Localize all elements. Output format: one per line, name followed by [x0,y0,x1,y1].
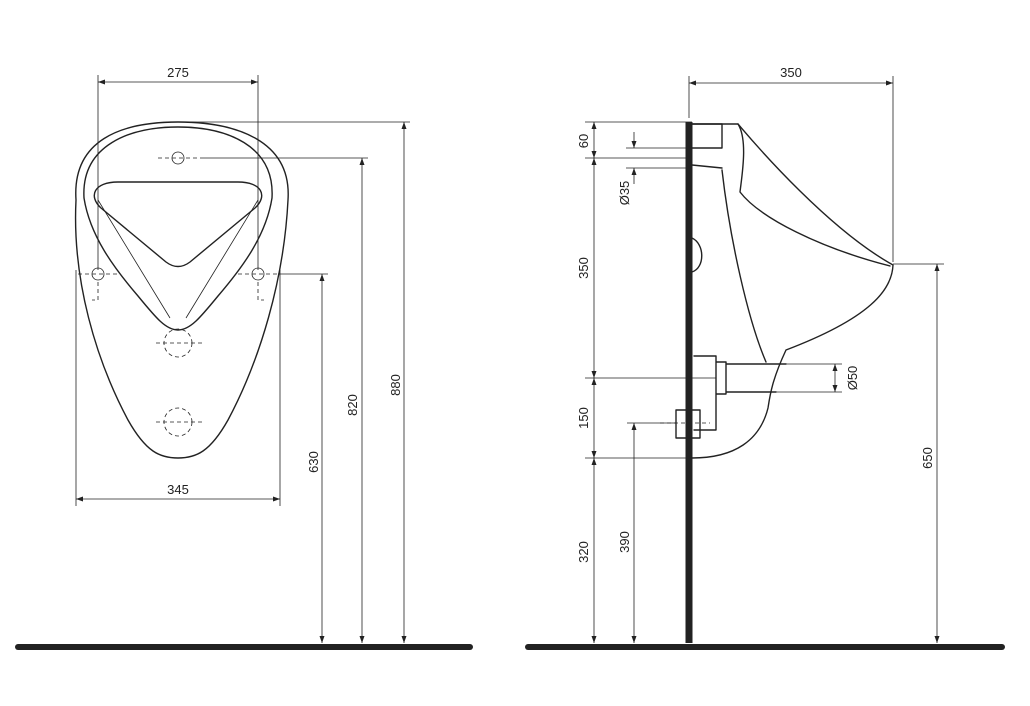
dim-height-820: 820 [200,157,368,643]
bowl-side-outline [691,123,894,459]
bowl-outline-outer [74,121,289,459]
inlet-connector [691,123,723,169]
dim-650: 650 [893,263,944,643]
dim-label-275: 275 [167,65,189,80]
fixing-marks [92,282,264,301]
bowl-rim-inner [83,126,273,331]
dim-label-depth-350: 350 [780,65,802,80]
dim-dia35: Ø35 [617,132,692,205]
siphon-trap [693,355,787,431]
dim-label-320: 320 [576,541,591,563]
dim-label-390: 390 [617,531,632,553]
dim-depth: 350 [688,65,894,262]
dim-label-880: 880 [388,374,403,396]
dim-390: 390 [617,422,676,643]
dim-label-350-vertical: 350 [576,257,591,279]
dim-top-width: 275 [97,65,259,270]
dim-left-chain: 60 350 150 320 [576,121,716,643]
dim-height-880: 880 [178,121,410,643]
dim-label-630: 630 [306,451,321,473]
dim-label-dia35: Ø35 [617,181,632,206]
dim-height-630: 630 [278,273,328,643]
outlet-pipe [675,409,701,439]
front-view: 275 345 880 820 630 [15,65,473,650]
dim-label-150: 150 [576,407,591,429]
wall-recess [691,237,703,273]
dim-label-60: 60 [576,134,591,148]
bowl-side-inner [737,123,891,267]
dim-label-650: 650 [920,447,935,469]
dim-dia50: Ø50 [776,363,860,393]
bowl-side-lip [721,169,767,363]
bowl-opening [93,181,263,268]
dim-bottom-width: 345 [75,270,281,506]
dim-label-820: 820 [345,394,360,416]
side-view: 350 60 350 150 320 Ø35 [525,65,1005,650]
dim-label-345: 345 [167,482,189,497]
dim-label-dia50: Ø50 [845,366,860,391]
bowl-inner-lines [97,199,259,319]
